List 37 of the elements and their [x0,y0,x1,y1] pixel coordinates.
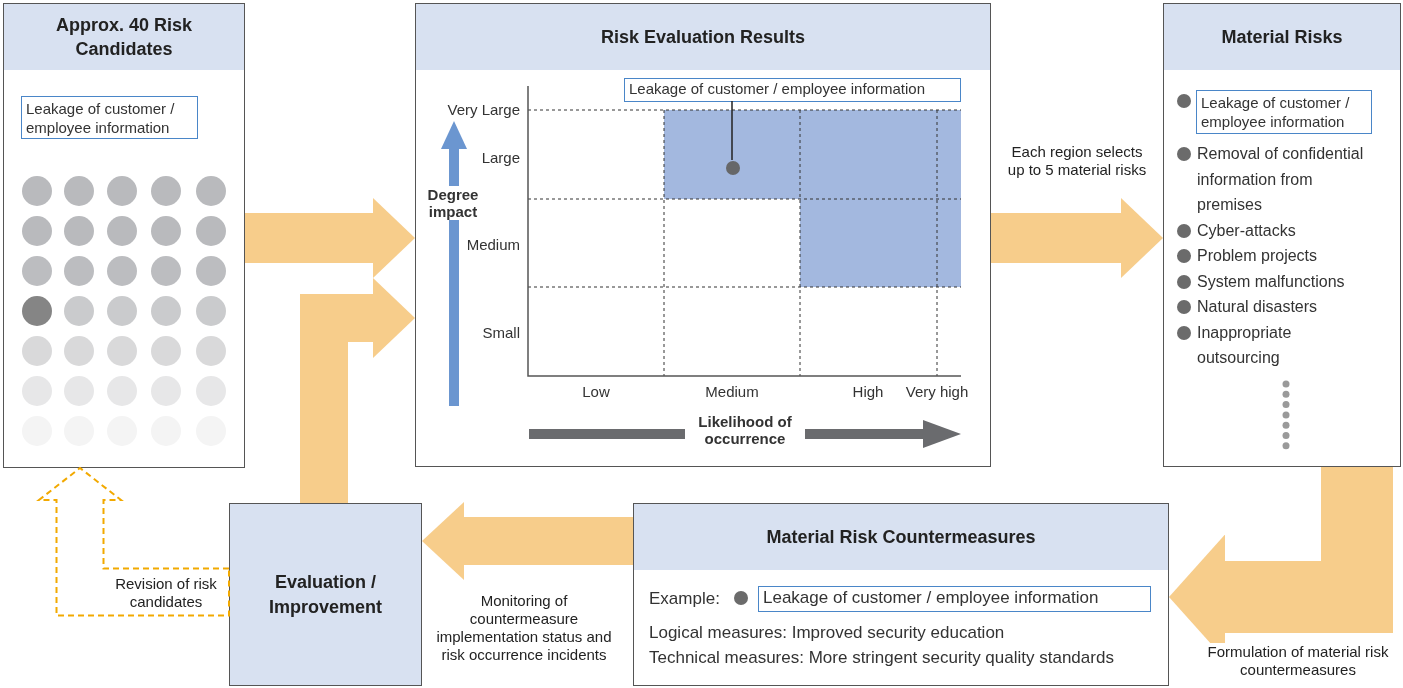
axis-tick-label: Medium [704,382,760,402]
panel [415,3,991,467]
risk-item: Removal of confidential information from premises [1197,144,1365,215]
hollow-arrow [36,466,230,617]
process-box: Evaluation / Improvement [229,503,422,686]
risk-item: System malfunctions [1197,271,1346,292]
axis-tick-label: Small [481,323,520,343]
block-arrow [991,198,1163,278]
risk-item: Natural disasters [1197,297,1319,317]
panel-header: Material Risks [1164,4,1400,70]
edge-label: Each region selects up to 5 material risks [1007,143,1147,179]
risk-item: Problem projects [1197,246,1319,266]
highlighted-label: Leakage of customer / employee information [1196,90,1372,134]
axis-tick-label: Very high [904,382,970,402]
risk-item: Cyber-attacks [1197,220,1297,241]
panel [633,503,1169,686]
measure-text: Technical measures: More stringent security quality standards [649,647,1115,669]
axis-title: Likelihood of occurrence [685,413,805,447]
block-arrow [422,502,633,580]
axis-tick-label: Large [480,148,520,168]
axis-tick-label: Very Large [446,100,520,120]
panel-header: Risk Evaluation Results [416,4,990,70]
panel-header: Material Risk Countermeasures [634,504,1168,570]
leader-line [731,100,733,161]
highlighted-label: Leakage of customer / employee information [21,96,198,139]
measure-text: Logical measures: Improved security education [649,622,1006,644]
axis-tick-label: Low [581,382,611,402]
axis-tick-label: Medium [465,235,520,255]
axis-tick-label: High [851,382,885,402]
risk-item: Inappropriate outsourcing [1197,322,1293,368]
highlighted-label: Leakage of customer / employee information [758,586,1151,612]
example-label: Example: [649,588,721,610]
panel-header: Approx. 40 Risk Candidates [4,4,244,70]
panel [1163,3,1401,467]
block-arrow [245,198,415,278]
panel [3,3,245,468]
highlighted-label: Leakage of customer / employee information [624,78,961,102]
